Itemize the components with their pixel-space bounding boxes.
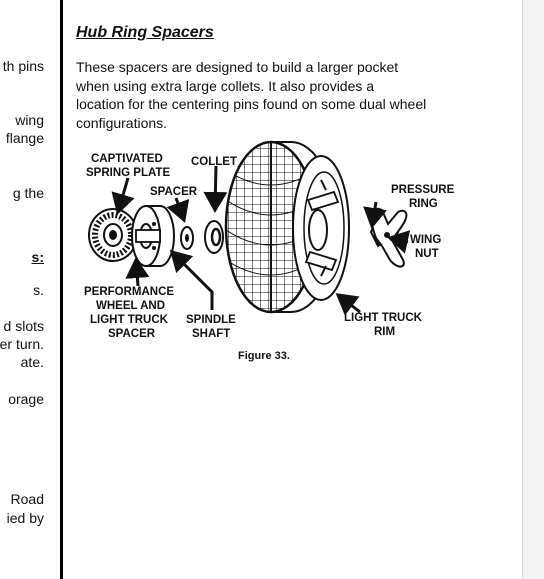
wing-nut-drawing bbox=[369, 207, 408, 268]
callout-arrows bbox=[111, 165, 411, 316]
paragraph-line: These spacers are designed to build a la… bbox=[76, 59, 399, 75]
left-text-fragment: d slots bbox=[3, 318, 44, 334]
label-wheel-and: WHEEL AND bbox=[96, 300, 165, 312]
label-ring: RING bbox=[409, 198, 438, 210]
label-captivated: CAPTIVATED bbox=[91, 153, 163, 165]
label-spacer: SPACER bbox=[150, 186, 198, 198]
left-column-fragment: th pins wing flange g the s: s. d slots … bbox=[0, 0, 60, 579]
paragraph-line: configurations. bbox=[76, 114, 168, 131]
section-paragraph: These spacers are designed to build a la… bbox=[76, 58, 496, 132]
label-light-truck: LIGHT TRUCK bbox=[90, 314, 169, 326]
column-divider bbox=[60, 0, 63, 579]
label-nut: NUT bbox=[415, 248, 439, 260]
wheel-spacer-drawing bbox=[131, 205, 175, 267]
label-performance: PERFORMANCE bbox=[84, 286, 174, 298]
tire-drawing bbox=[224, 140, 350, 314]
left-text-fragment: flange bbox=[5, 130, 44, 146]
paragraph-line: when using extra large collets. It also … bbox=[76, 77, 375, 94]
exploded-wheel-figure: CAPTIVATED SPRING PLATE COLLET SPACER PR… bbox=[76, 140, 496, 365]
page-edge-rule bbox=[522, 0, 523, 579]
label-collet: COLLET bbox=[191, 156, 237, 168]
left-text-fragment: ied by bbox=[6, 510, 44, 526]
left-text-fragment: Road bbox=[10, 491, 44, 507]
left-text-fragment: er turn. bbox=[0, 336, 44, 352]
page-gutter bbox=[523, 0, 544, 579]
left-text-fragment: s. bbox=[33, 282, 44, 298]
label-spacer-2: SPACER bbox=[108, 328, 156, 340]
figure-drawing: CAPTIVATED SPRING PLATE COLLET SPACER PR… bbox=[84, 140, 455, 362]
left-heading-fragment: s: bbox=[31, 249, 44, 265]
label-pressure: PRESSURE bbox=[391, 184, 455, 196]
label-spring-plate: SPRING PLATE bbox=[86, 167, 170, 179]
figure-caption: Figure 33. bbox=[238, 350, 290, 362]
spring-plate-drawing bbox=[88, 208, 138, 262]
label-light-truck-rim: LIGHT TRUCK bbox=[344, 312, 423, 324]
left-text-fragment: g the bbox=[12, 185, 44, 201]
label-rim: RIM bbox=[374, 326, 395, 338]
label-shaft: SHAFT bbox=[192, 328, 230, 340]
label-spindle: SPINDLE bbox=[186, 314, 236, 326]
collet-drawing bbox=[204, 220, 224, 254]
label-wing: WING bbox=[410, 234, 441, 246]
left-text-fragment: ate. bbox=[20, 354, 44, 370]
section-title: Hub Ring Spacers bbox=[76, 24, 214, 41]
left-text-fragment: orage bbox=[8, 391, 44, 407]
spacer-ring-drawing bbox=[180, 226, 194, 250]
left-text-fragment: wing bbox=[15, 112, 44, 128]
left-text-fragment: th pins bbox=[2, 58, 44, 74]
paragraph-line: location for the centering pins found on… bbox=[76, 96, 427, 112]
